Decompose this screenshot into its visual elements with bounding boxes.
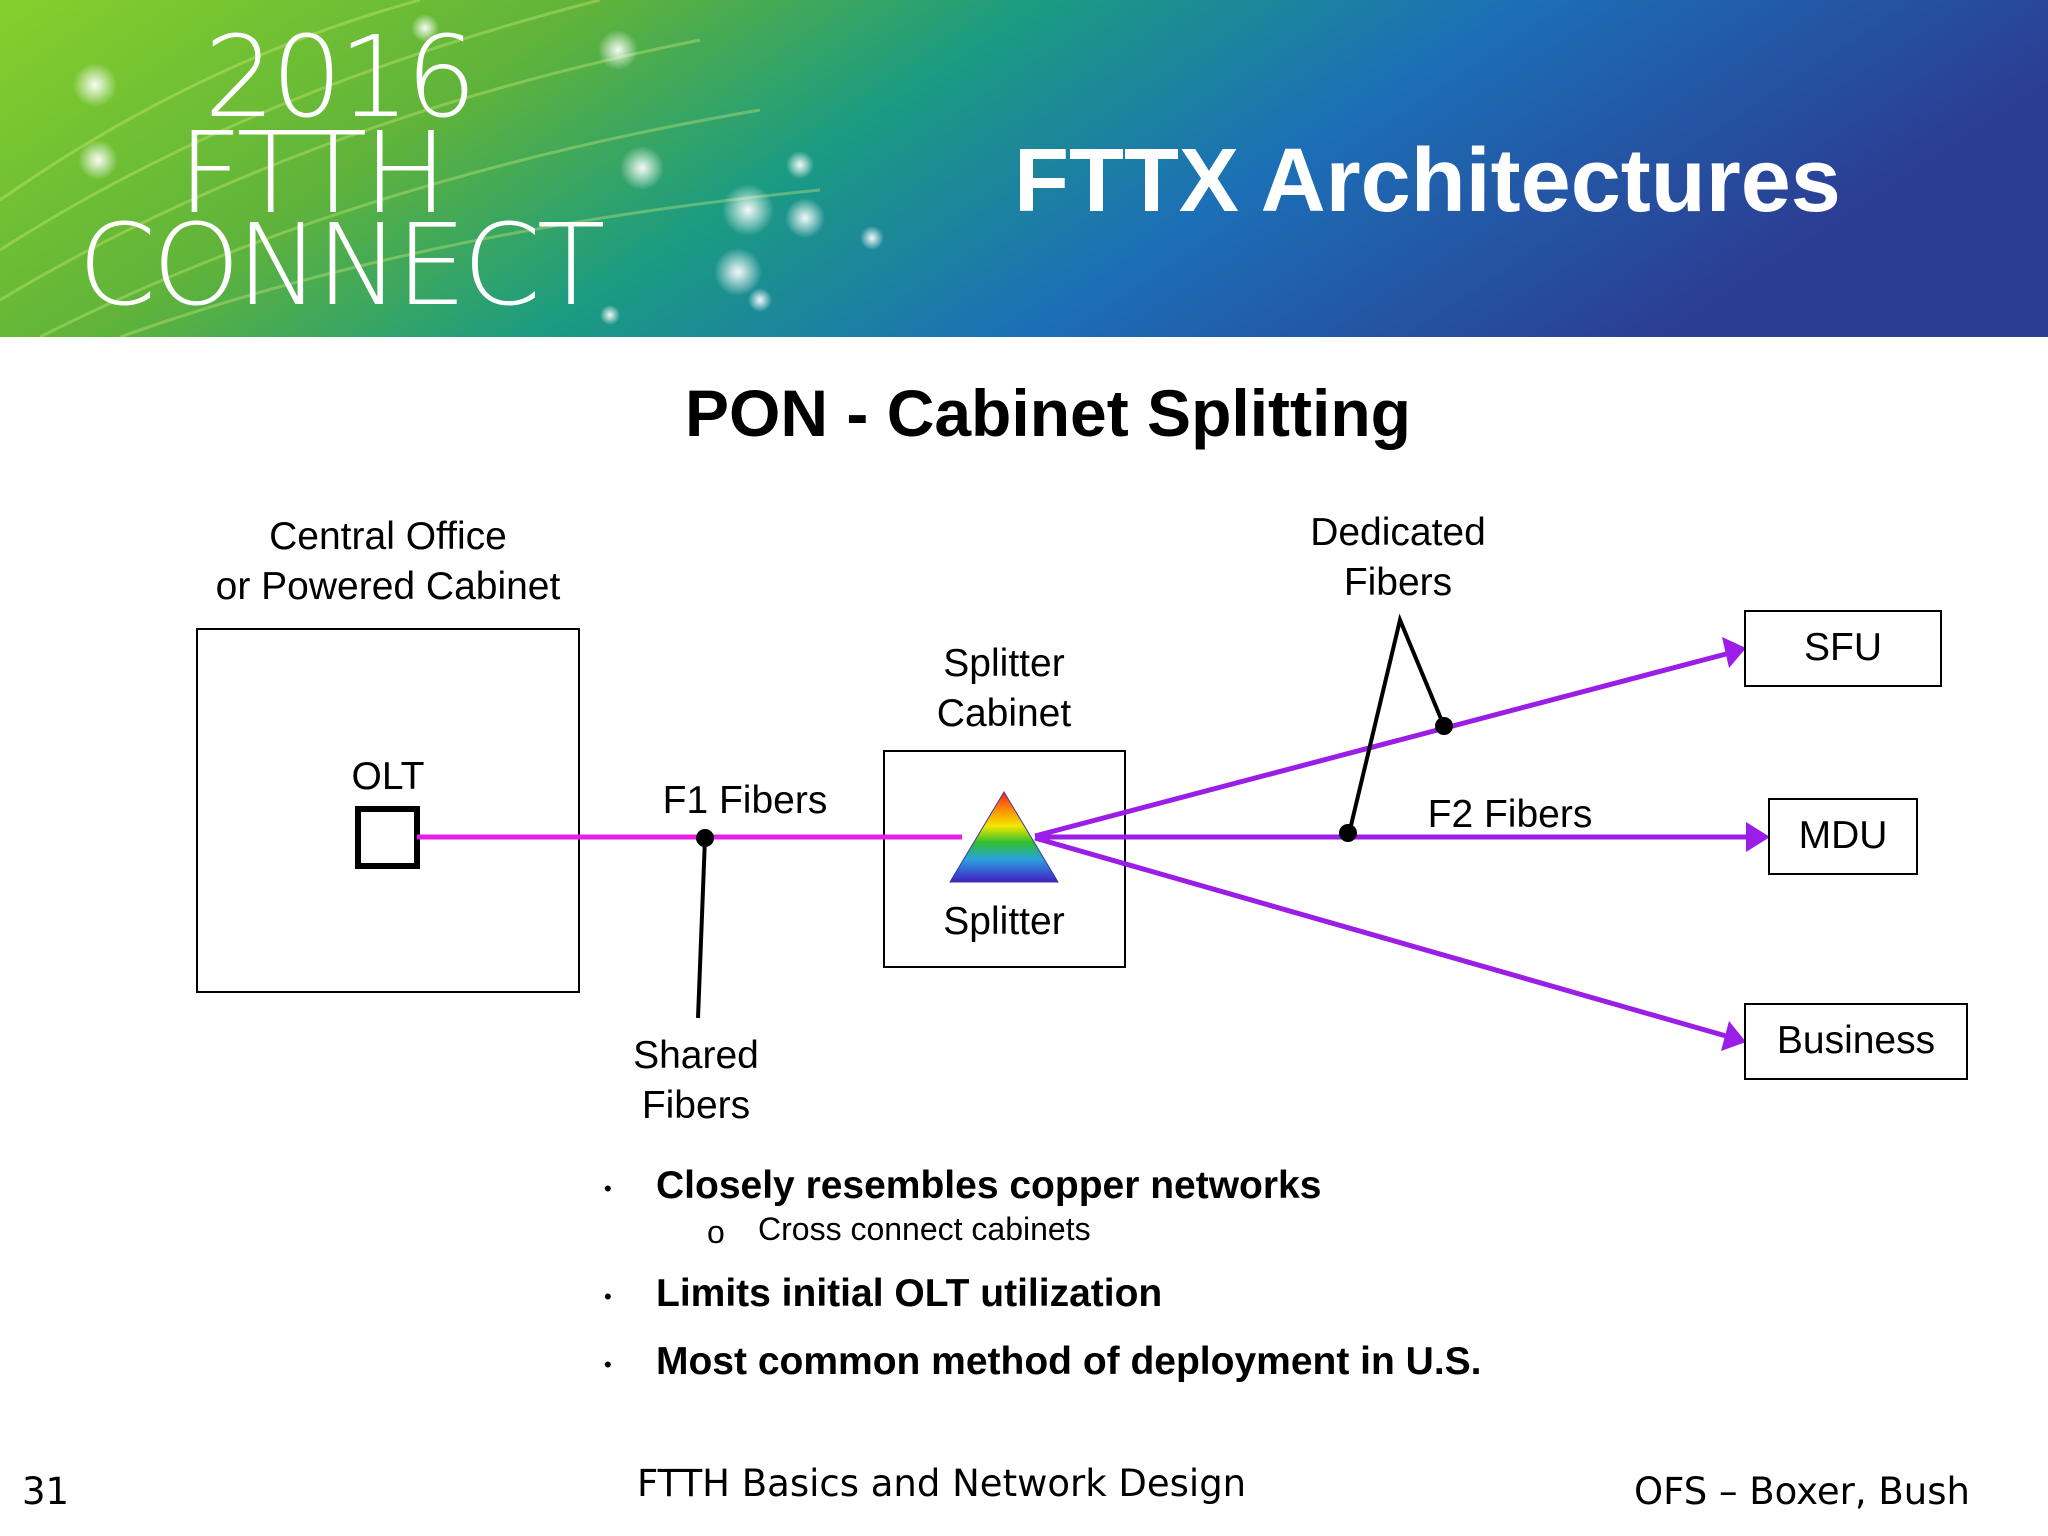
splitter-cabinet-box bbox=[883, 750, 1126, 968]
logo-year: 2016 bbox=[204, 13, 477, 143]
business-box bbox=[1744, 1003, 1968, 1080]
shared-fibers-dot bbox=[696, 829, 714, 847]
olt-box bbox=[355, 806, 420, 869]
dedicated-fibers-label-line1: Dedicated bbox=[1310, 511, 1486, 554]
central-office-box bbox=[196, 628, 580, 993]
dedicated-fibers-dot-sfu bbox=[1435, 717, 1453, 735]
ftth-connect-logo: 2016 FTTH CONNECT bbox=[78, 13, 605, 331]
footer-title: FTTH Basics and Network Design bbox=[637, 1462, 1247, 1505]
mdu-box bbox=[1768, 798, 1918, 875]
sfu-box bbox=[1744, 610, 1942, 687]
sub-bullet-1: Cross connect cabinets bbox=[758, 1211, 1091, 1247]
banner-title: FTTX Architectures bbox=[1014, 131, 1841, 231]
splitter-prism-icon bbox=[949, 791, 1059, 883]
footer-authors: OFS – Boxer, Bush bbox=[1634, 1470, 1970, 1513]
bullet-marker: • bbox=[604, 1352, 612, 1377]
shared-fibers-label-line1: Shared bbox=[633, 1034, 759, 1077]
central-office-label: Central Office or Powered Cabinet bbox=[197, 512, 579, 612]
header-banner: 2016 FTTH CONNECT FTTX Architectures bbox=[0, 0, 2048, 337]
central-office-label-line1: Central Office bbox=[269, 515, 507, 558]
page-number: 31 bbox=[22, 1470, 70, 1513]
olt-label: OLT bbox=[351, 755, 425, 798]
business-label: Business bbox=[1776, 1019, 1936, 1062]
f2-fiber-business bbox=[1034, 835, 1727, 1039]
mdu-label: MDU bbox=[1798, 814, 1888, 857]
sfu-label: SFU bbox=[1804, 626, 1882, 669]
f2-fiber-sfu bbox=[1034, 651, 1727, 839]
splitter-cabinet-label-line1: Splitter bbox=[943, 642, 1065, 685]
bullet-marker: • bbox=[604, 1176, 612, 1201]
f1-fibers-label: F1 Fibers bbox=[662, 779, 828, 822]
dedicated-fibers-dot-f2 bbox=[1339, 824, 1357, 842]
logo-ftth: FTTH bbox=[178, 109, 448, 239]
shared-fibers-pointer bbox=[696, 837, 707, 1019]
dedicated-fibers-label-line2: Fibers bbox=[1343, 561, 1453, 604]
dedicated-fibers-label: Dedicated Fibers bbox=[1278, 508, 1518, 608]
bullet-3: Most common method of deployment in U.S. bbox=[656, 1340, 1482, 1383]
arrowhead-mdu bbox=[1746, 822, 1770, 852]
slide-title: PON - Cabinet Splitting bbox=[685, 376, 1411, 450]
logo-connect: CONNECT bbox=[78, 201, 605, 331]
dedicated-fibers-pointer bbox=[1346, 613, 1446, 839]
bullet-marker: • bbox=[604, 1284, 612, 1309]
splitter-label: Splitter bbox=[943, 900, 1065, 943]
bullet-2: Limits initial OLT utilization bbox=[656, 1272, 1163, 1315]
shared-fibers-label-line2: Fibers bbox=[641, 1084, 751, 1127]
sub-bullet-marker: o bbox=[707, 1214, 725, 1250]
bullet-1: Closely resembles copper networks bbox=[656, 1164, 1322, 1207]
splitter-cabinet-label: Splitter Cabinet bbox=[904, 639, 1104, 739]
central-office-label-line2: or Powered Cabinet bbox=[215, 565, 561, 608]
arrowhead-sfu bbox=[1722, 637, 1746, 668]
splitter-cabinet-label-line2: Cabinet bbox=[936, 692, 1072, 735]
banner-background bbox=[0, 0, 2048, 337]
shared-fibers-label: Shared Fibers bbox=[596, 1031, 796, 1131]
arrowhead-business bbox=[1721, 1021, 1746, 1051]
f2-fibers-label: F2 Fibers bbox=[1427, 793, 1593, 836]
